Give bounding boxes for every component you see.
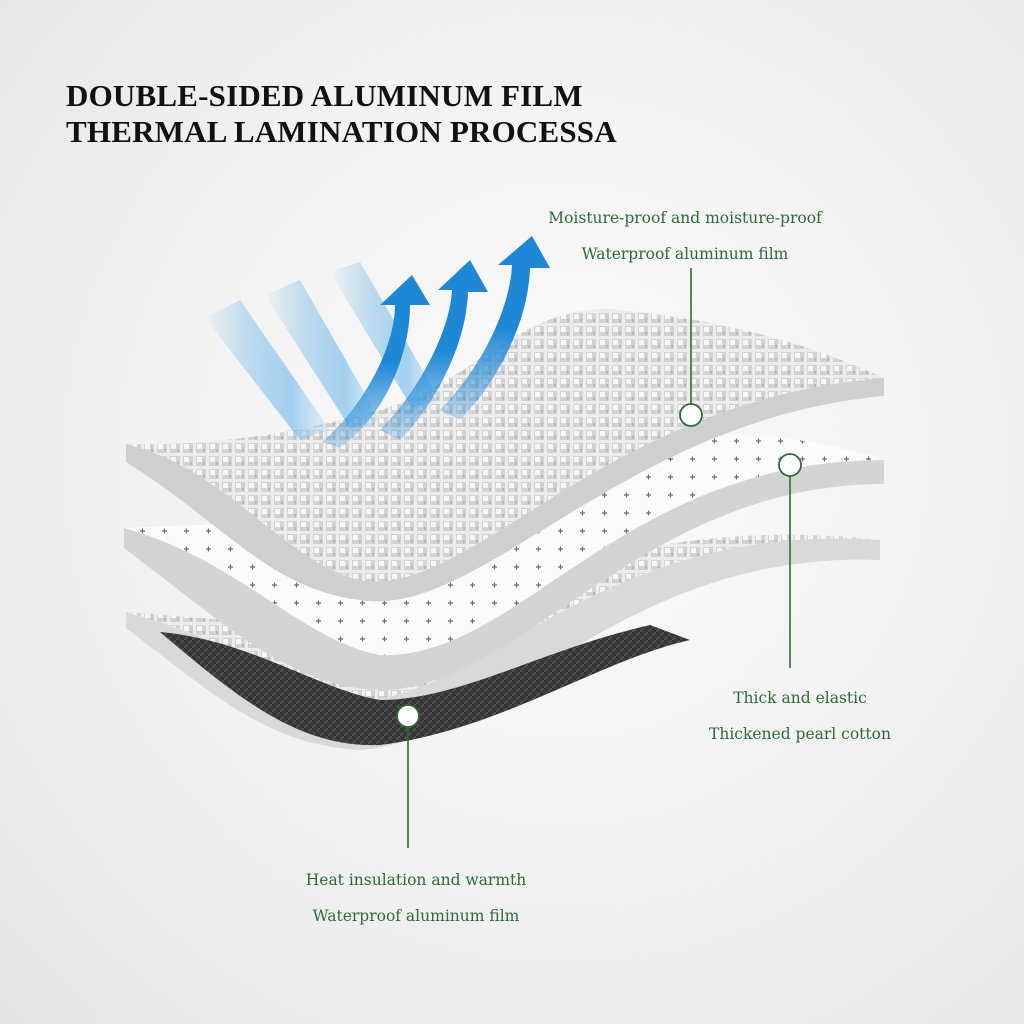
incoming-ray-3 xyxy=(330,262,440,408)
callout-label-middle: Thick and elastic Thickened pearl cotton xyxy=(690,680,910,752)
incoming-ray-1 xyxy=(205,300,330,440)
callout-top xyxy=(679,268,703,427)
callout-marker-middle xyxy=(778,453,802,477)
heat-reflection-arrows xyxy=(205,236,550,448)
callout-marker-top xyxy=(679,403,703,427)
outgoing-arrow-1 xyxy=(322,275,430,448)
callout-middle-line-1: Thick and elastic xyxy=(733,689,867,707)
title-line-1: DOUBLE-SIDED ALUMINUM FILM xyxy=(66,78,583,113)
callout-bottom-line-1: Heat insulation and warmth xyxy=(305,871,527,889)
callout-middle xyxy=(778,453,802,668)
outgoing-arrow-2 xyxy=(380,260,488,440)
incoming-ray-2 xyxy=(265,280,380,428)
callout-label-top: Moisture-proof and moisture-proof Waterp… xyxy=(530,200,840,272)
callout-label-bottom: Heat insulation and warmth Waterproof al… xyxy=(286,862,546,934)
page-title: DOUBLE-SIDED ALUMINUM FILM THERMAL LAMIN… xyxy=(66,78,617,150)
callout-top-line-2: Waterproof aluminum film xyxy=(581,245,789,263)
callout-bottom-line-2: Waterproof aluminum film xyxy=(312,907,520,925)
title-line-2: THERMAL LAMINATION PROCESSA xyxy=(66,114,617,149)
callout-marker-bottom xyxy=(396,704,420,728)
outgoing-arrow-3 xyxy=(440,236,550,420)
callout-top-line-1: Moisture-proof and moisture-proof xyxy=(548,209,822,227)
top-aluminum-layer xyxy=(126,309,884,602)
callout-bottom xyxy=(396,704,420,848)
callout-middle-line-2: Thickened pearl cotton xyxy=(709,725,891,743)
